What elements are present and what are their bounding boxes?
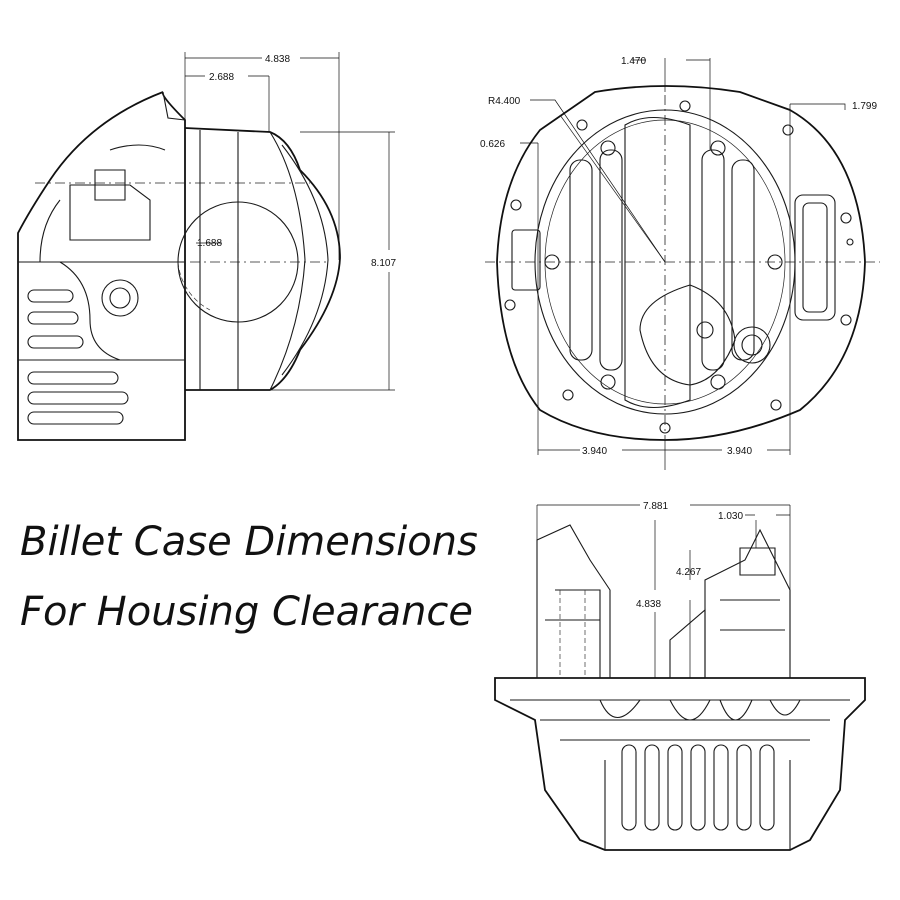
- dim-bolt-radius: R4.400: [488, 96, 521, 107]
- front-view: 1.470 R4.400 0.626 1.799 3.940 3.940: [480, 56, 880, 470]
- dim-flange-depth: 2.688: [209, 72, 234, 83]
- dim-overall-width: 7.881: [643, 501, 668, 512]
- dim-overall-depth: 4.838: [265, 54, 290, 65]
- side-view: 4.838 2.688 1.688 8.107: [17, 52, 396, 441]
- dim-pinion-offset: 1.030: [718, 511, 743, 522]
- dim-height: 8.107: [371, 258, 396, 269]
- dim-case-height: 4.838: [636, 599, 661, 610]
- dim-half-width-right: 3.940: [727, 446, 752, 457]
- dim-right-offset: 1.799: [852, 101, 877, 112]
- title-line-2: For Housing Clearance: [20, 589, 474, 635]
- dim-bearing-offset: 1.688: [197, 238, 222, 249]
- dim-left-offset: 0.626: [480, 139, 505, 150]
- title-line-1: Billet Case Dimensions: [20, 519, 478, 565]
- dim-half-width-left: 3.940: [582, 446, 607, 457]
- dim-pinion-height: 4.267: [676, 567, 701, 578]
- dim-center-offset: 1.470: [621, 56, 646, 67]
- top-view: 7.881 1.030 4.267 4.838: [494, 501, 866, 851]
